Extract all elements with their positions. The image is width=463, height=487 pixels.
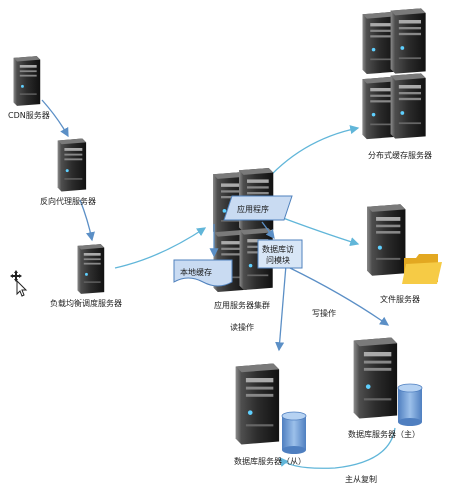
dist-cache-server-icon-4 [390, 73, 426, 139]
db-slave-server-icon [235, 363, 280, 445]
edge-lb-to-app [114, 227, 207, 269]
replication-label: 主从复制 [345, 474, 377, 484]
cdn-label: CDN服务器 [8, 110, 50, 120]
local-cache-label: 本地缓存 [180, 267, 212, 277]
read-op-label: 读操作 [230, 322, 254, 332]
data-access-label-2: 问模块 [266, 255, 290, 265]
reverse-proxy-server-icon [57, 138, 87, 192]
edge-replication [279, 427, 396, 469]
local-cache-box: 本地缓存 [173, 259, 233, 287]
app-program-label: 应用程序 [237, 204, 269, 214]
edge-cdn-to-proxy [41, 99, 69, 138]
distributed-cache-servers [362, 8, 426, 140]
db-slave-database-cylinder-icon [281, 411, 307, 454]
app-cluster-label: 应用服务器集群 [214, 300, 270, 310]
reverse-proxy-label: 反向代理服务器 [40, 196, 96, 206]
file-server-icon [367, 204, 406, 276]
folder-icon [402, 254, 442, 284]
dist-cache-server-icon-2 [390, 8, 426, 74]
edge-read-op [275, 264, 287, 352]
db-master-label: 数据库服务器（主） [348, 429, 420, 439]
cdn-server-icon [13, 56, 41, 106]
edge-write-op [289, 267, 390, 326]
db-slave-label: 数据库服务器（从） [234, 456, 306, 466]
data-access-label-1: 数据库访 [262, 244, 294, 254]
app-program-box: 应用程序 [223, 195, 293, 221]
file-server-label: 文件服务器 [380, 294, 420, 304]
edge-app-to-dataaccess [261, 221, 275, 240]
data-access-module-box: 数据库访 问模块 [257, 239, 303, 269]
move-cursor-icon [10, 270, 28, 297]
load-balancer-server-icon [77, 244, 105, 294]
edge-app-to-distcache [261, 125, 360, 186]
edge-proxy-to-lb [79, 199, 95, 242]
db-master-server-icon [353, 337, 398, 419]
db-master-database-cylinder-icon [397, 383, 423, 426]
write-op-label: 写操作 [312, 308, 336, 318]
load-balancer-label: 负载均衡调度服务器 [50, 298, 122, 308]
distributed-cache-label: 分布式缓存服务器 [368, 150, 432, 160]
